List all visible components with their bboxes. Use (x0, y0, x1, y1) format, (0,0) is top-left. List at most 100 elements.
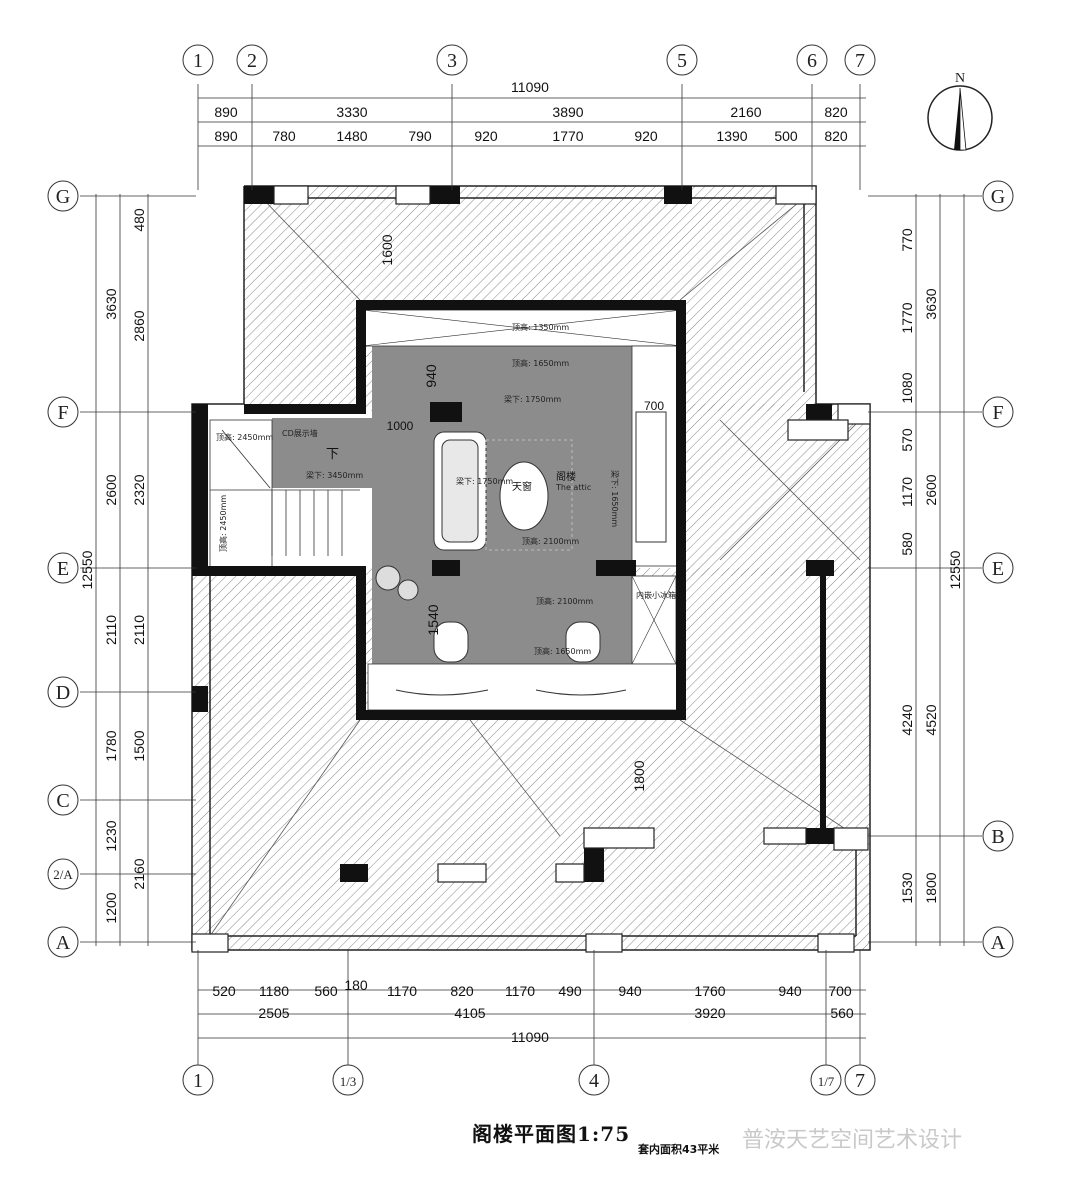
dim: 2110 (103, 615, 119, 645)
dim: 1480 (336, 128, 367, 144)
grid-right-label: G (991, 186, 1005, 208)
annotations: 顶高: 1350mm 顶高: 1650mm 梁下: 1750mm 顶高: 245… (216, 322, 676, 656)
grid-top-label: 3 (447, 50, 457, 72)
grid-bottom-label: 1/3 (340, 1074, 357, 1089)
note-beam: 梁下: 3450mm (306, 471, 363, 480)
dim: 890 (214, 128, 238, 144)
dim: 920 (634, 128, 658, 144)
dim-total: 12550 (947, 550, 963, 589)
dim: 770 (899, 228, 915, 252)
grid-left-label: E (57, 558, 69, 580)
grid-left-label: A (56, 932, 71, 954)
note-cd-wall: CD展示墙 (282, 428, 318, 438)
dim: 180 (344, 977, 368, 993)
dim: 1200 (103, 892, 119, 923)
grid-right-label: E (992, 558, 1004, 580)
dim: 3630 (103, 288, 119, 319)
dim: 3920 (694, 1005, 725, 1021)
roof-ridges (209, 197, 861, 937)
dim: 500 (774, 128, 798, 144)
grid-left-label: F (57, 402, 68, 424)
dim: 1800 (631, 760, 647, 791)
attic-label-cn: 阁楼 (556, 470, 576, 483)
dim: 1760 (694, 983, 725, 999)
dim: 700 (644, 399, 664, 413)
dim: 940 (778, 983, 802, 999)
dim: 700 (828, 983, 852, 999)
window-jambs (191, 185, 871, 953)
north-arrow: N (927, 71, 993, 151)
note-ceiling: 顶高: 1650mm (512, 358, 569, 368)
note-ceiling: 顶高: 1650mm (534, 646, 591, 656)
dim: 560 (314, 983, 338, 999)
grid-top-label: 7 (855, 50, 865, 72)
drawing-title-text: 阁楼平面图1:75 (472, 1122, 631, 1146)
dim-lines (80, 84, 982, 1070)
dim: 780 (272, 128, 296, 144)
dim: 4105 (454, 1005, 485, 1021)
grid-bubbles (47, 44, 1014, 1096)
dim: 3630 (923, 288, 939, 319)
dim: 920 (474, 128, 498, 144)
dim-total: 11090 (511, 79, 549, 95)
area-note: 套内面积43平米 (638, 1143, 720, 1156)
note-beam: 梁下: 1750mm (456, 477, 513, 486)
dim: 940 (423, 364, 439, 388)
dim: 4240 (899, 704, 915, 735)
dim-total: 11090 (511, 1029, 549, 1045)
grid-right-label: F (992, 402, 1003, 424)
grid-bottom-label: 1/7 (818, 1074, 835, 1089)
dim: 2505 (258, 1005, 289, 1021)
dim: 570 (899, 428, 915, 452)
dim-total: 12550 (79, 550, 95, 589)
dim: 580 (899, 532, 915, 556)
dim: 4520 (923, 704, 939, 735)
dim: 3890 (552, 104, 583, 120)
fridge-label: 内嵌小冰箱 (636, 590, 676, 600)
dim: 2600 (923, 474, 939, 505)
dim: 3330 (336, 104, 367, 120)
attic-room (272, 309, 683, 711)
grid-top-label: 6 (807, 50, 817, 72)
dim: 2320 (131, 474, 147, 505)
skylight-label: 天窗 (512, 480, 532, 493)
grid-left-label: G (56, 186, 70, 208)
top-dimensions: 11090 890 3330 3890 2160 820 890 780 148… (214, 79, 848, 144)
dim: 1170 (387, 983, 417, 999)
dim: 1530 (899, 872, 915, 903)
grid-top-label: 5 (677, 50, 687, 72)
grid-top-label: 1 (193, 50, 203, 72)
staircase (209, 419, 360, 569)
dim: 1600 (379, 234, 395, 265)
note-down: 下 (326, 447, 339, 462)
note-ceiling: 顶高: 2450mm (218, 495, 228, 552)
grid-right-label: B (991, 826, 1004, 848)
grid-left-label: 2/A (53, 867, 73, 882)
dim: 890 (214, 104, 238, 120)
bottom-dimensions: 520 1180 560 180 1170 820 1170 490 940 1… (212, 977, 854, 1045)
dim: 480 (131, 208, 147, 232)
dim: 1800 (923, 872, 939, 903)
note-beam: 梁下: 1750mm (504, 395, 561, 404)
dim: 520 (212, 983, 236, 999)
grid-labels: 1 2 3 5 6 7 1 1/3 4 1/7 7 G F E D C 2/A … (53, 50, 1006, 1092)
north-label: N (955, 71, 965, 86)
note-ceiling: 顶高: 2100mm (536, 596, 593, 606)
drawing-title: 阁楼平面图1:75 (472, 1118, 630, 1147)
dim: 2160 (131, 858, 147, 889)
dim: 490 (558, 983, 582, 999)
dim: 1080 (899, 372, 915, 403)
dim: 2160 (730, 104, 761, 120)
dim: 790 (408, 128, 432, 144)
dim: 1170 (505, 983, 535, 999)
note-beam: 梁下: 1650mm (610, 470, 619, 527)
walls (192, 186, 834, 882)
grid-bottom-label: 1 (193, 1070, 203, 1092)
dim: 820 (824, 128, 848, 144)
dim: 820 (450, 983, 474, 999)
grid-left-label: D (56, 682, 70, 704)
grid-right-label: A (991, 932, 1006, 954)
dim: 1170 (899, 477, 915, 507)
dim: 2860 (131, 310, 147, 341)
grid-top-label: 2 (247, 50, 257, 72)
